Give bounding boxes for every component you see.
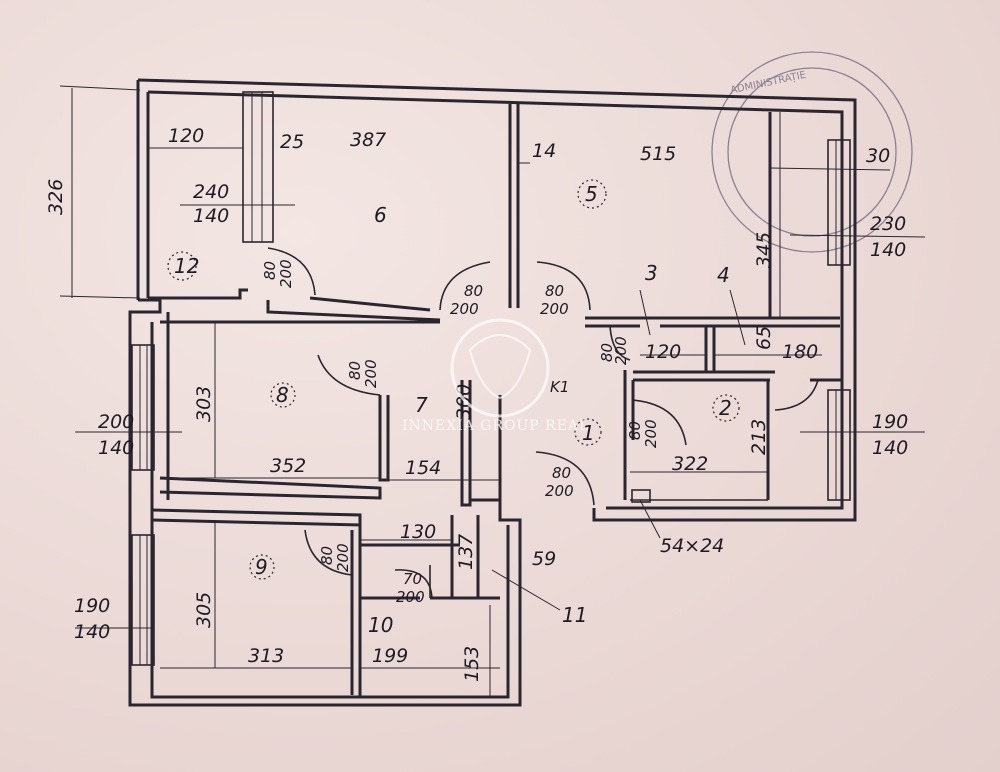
dim-326: 326	[45, 179, 67, 215]
dim-303: 303	[193, 386, 215, 422]
dim-54x24: 54×24	[660, 535, 724, 557]
dimension-lines	[59, 85, 926, 697]
room-8-label: 8	[276, 383, 289, 407]
room-11-label: 11	[562, 603, 587, 627]
dim-80-a: 80	[261, 261, 279, 280]
dim-200-g: 200	[545, 482, 574, 500]
room-10-label: 10	[368, 613, 393, 637]
dim-30: 30	[866, 145, 890, 167]
dim-153: 153	[461, 646, 483, 682]
dim-313: 313	[248, 645, 284, 667]
dimension-labels: 326 120 25 387 14 515 30 240 140 230 140…	[45, 125, 908, 682]
dim-200-h: 200	[334, 543, 352, 572]
room-7-label: 7	[415, 393, 428, 417]
room-6-label: 6	[374, 203, 387, 227]
watermark-text: INNEXIA GROUP REAL	[402, 418, 589, 434]
dim-200-e: 200	[612, 336, 630, 365]
dim-80-d: 80	[346, 361, 364, 380]
dim-80-h: 80	[318, 546, 336, 565]
dim-140-a: 140	[193, 205, 229, 227]
room-3-label: 3	[645, 261, 658, 285]
room-1-label: 1	[582, 421, 595, 445]
dim-120-mid: 120	[645, 341, 681, 363]
dim-190-r: 190	[872, 411, 908, 433]
dim-14: 14	[532, 140, 556, 162]
dim-140-b: 140	[870, 239, 906, 261]
dim-190-l: 190	[74, 595, 110, 617]
dim-59: 59	[532, 548, 556, 570]
dim-80-e: 80	[598, 343, 616, 362]
door-swings	[267, 247, 819, 599]
dim-199: 199	[372, 645, 408, 667]
dim-80-b: 80	[464, 282, 483, 300]
room-4-label: 4	[717, 263, 730, 287]
dim-200-i: 200	[396, 588, 425, 606]
dim-200-l: 200	[98, 411, 134, 433]
room-numbers: 12 6 5 3 4 8 7 K1 1 2 9 10 11	[167, 179, 740, 637]
dim-137: 137	[455, 534, 477, 570]
dim-515: 515	[640, 143, 676, 165]
room-5-label: 5	[585, 182, 598, 206]
dim-352: 352	[270, 455, 306, 477]
dim-200-d: 200	[362, 359, 380, 388]
dim-305: 305	[193, 592, 215, 628]
dim-25: 25	[280, 131, 304, 153]
dim-80-f: 80	[626, 421, 644, 440]
dim-140-bl: 140	[74, 621, 110, 643]
dim-213: 213	[748, 419, 770, 455]
dim-80-g: 80	[552, 464, 571, 482]
watermark: INNEXIA GROUP REAL	[402, 318, 589, 434]
dim-230: 230	[870, 213, 906, 235]
dim-180: 180	[782, 341, 818, 363]
dim-345: 345	[753, 232, 775, 268]
dim-140-r: 140	[872, 437, 908, 459]
dim-80-c: 80	[545, 282, 564, 300]
room-12-label: 12	[174, 254, 199, 278]
dim-200-a: 200	[277, 259, 295, 288]
dim-200-f: 200	[642, 419, 660, 448]
k1-label: K1	[550, 378, 569, 396]
dim-130: 130	[400, 521, 436, 543]
dim-387: 387	[350, 129, 386, 151]
dim-154: 154	[405, 457, 441, 479]
stamp-text: ADMINISTRAȚIE	[729, 70, 807, 97]
dim-200-c: 200	[540, 300, 569, 318]
room-2-label: 2	[719, 396, 732, 420]
dim-140-l: 140	[98, 437, 134, 459]
dim-70: 70	[403, 570, 422, 588]
dim-240: 240	[193, 181, 229, 203]
dim-120-top: 120	[168, 125, 204, 147]
windows	[131, 139, 851, 666]
dim-65: 65	[753, 326, 775, 350]
dim-322: 322	[672, 453, 708, 475]
room-9-label: 9	[255, 555, 268, 579]
dim-200-b: 200	[450, 300, 479, 318]
